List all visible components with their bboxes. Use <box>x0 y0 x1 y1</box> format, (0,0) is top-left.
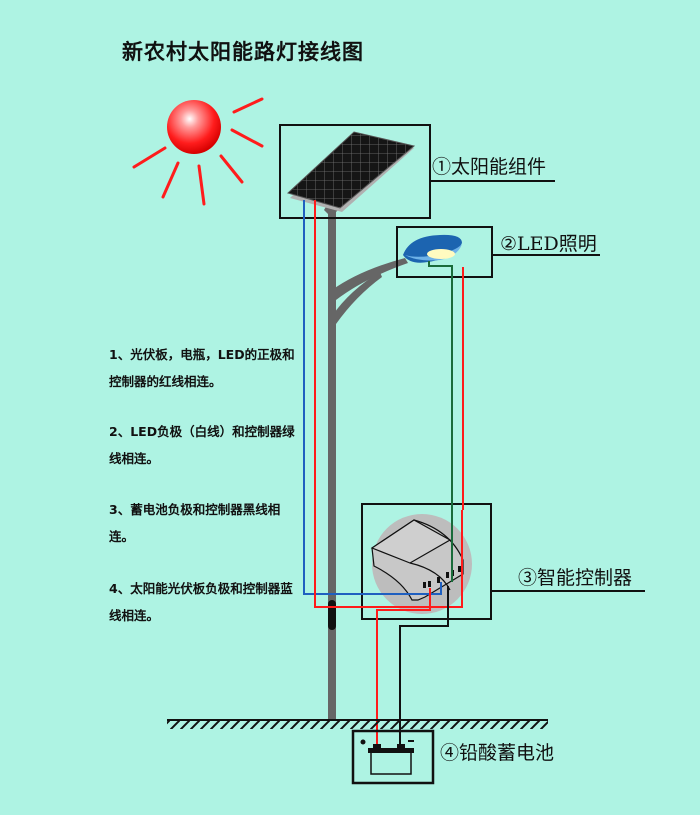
sun-icon <box>132 97 264 206</box>
solar-panel-icon <box>287 131 416 212</box>
pole-clamp <box>328 600 336 630</box>
controller-box <box>361 503 492 620</box>
label-battery: ④铅酸蓄电池 <box>440 742 555 764</box>
label-led-light: ②LED照明 <box>500 233 597 255</box>
solar-panel-box <box>279 124 431 219</box>
led-box <box>396 226 493 278</box>
controller-icon <box>370 519 464 601</box>
battery-icon <box>368 744 414 775</box>
battery-positive-mark <box>360 739 366 745</box>
wire-blue-pv-negative <box>303 200 442 595</box>
wire-red-battery-positive <box>376 588 431 748</box>
label-controller: ③智能控制器 <box>518 567 633 589</box>
label-solar-panel: ①太阳能组件 <box>432 156 547 178</box>
diagram-title: 新农村太阳能路灯接线图 <box>122 40 364 64</box>
wire-green-led-negative <box>428 261 453 582</box>
note-4: 4、太阳能光伏板负极和控制器蓝线相连。 <box>109 581 293 623</box>
wire-red-pv-positive <box>314 200 463 608</box>
ground-line <box>167 719 548 729</box>
note-3: 3、蓄电池负极和控制器黑线相连。 <box>109 502 281 544</box>
wire-black-battery-negative <box>399 586 449 748</box>
battery-box <box>351 729 435 785</box>
led-lamp-icon <box>403 234 462 263</box>
lamp-pole <box>324 200 408 720</box>
note-1: 1、光伏板，电瓶，LED的正极和控制器的红线相连。 <box>109 347 295 389</box>
note-2: 2、LED负极（白线）和控制器绿线相连。 <box>109 424 295 466</box>
